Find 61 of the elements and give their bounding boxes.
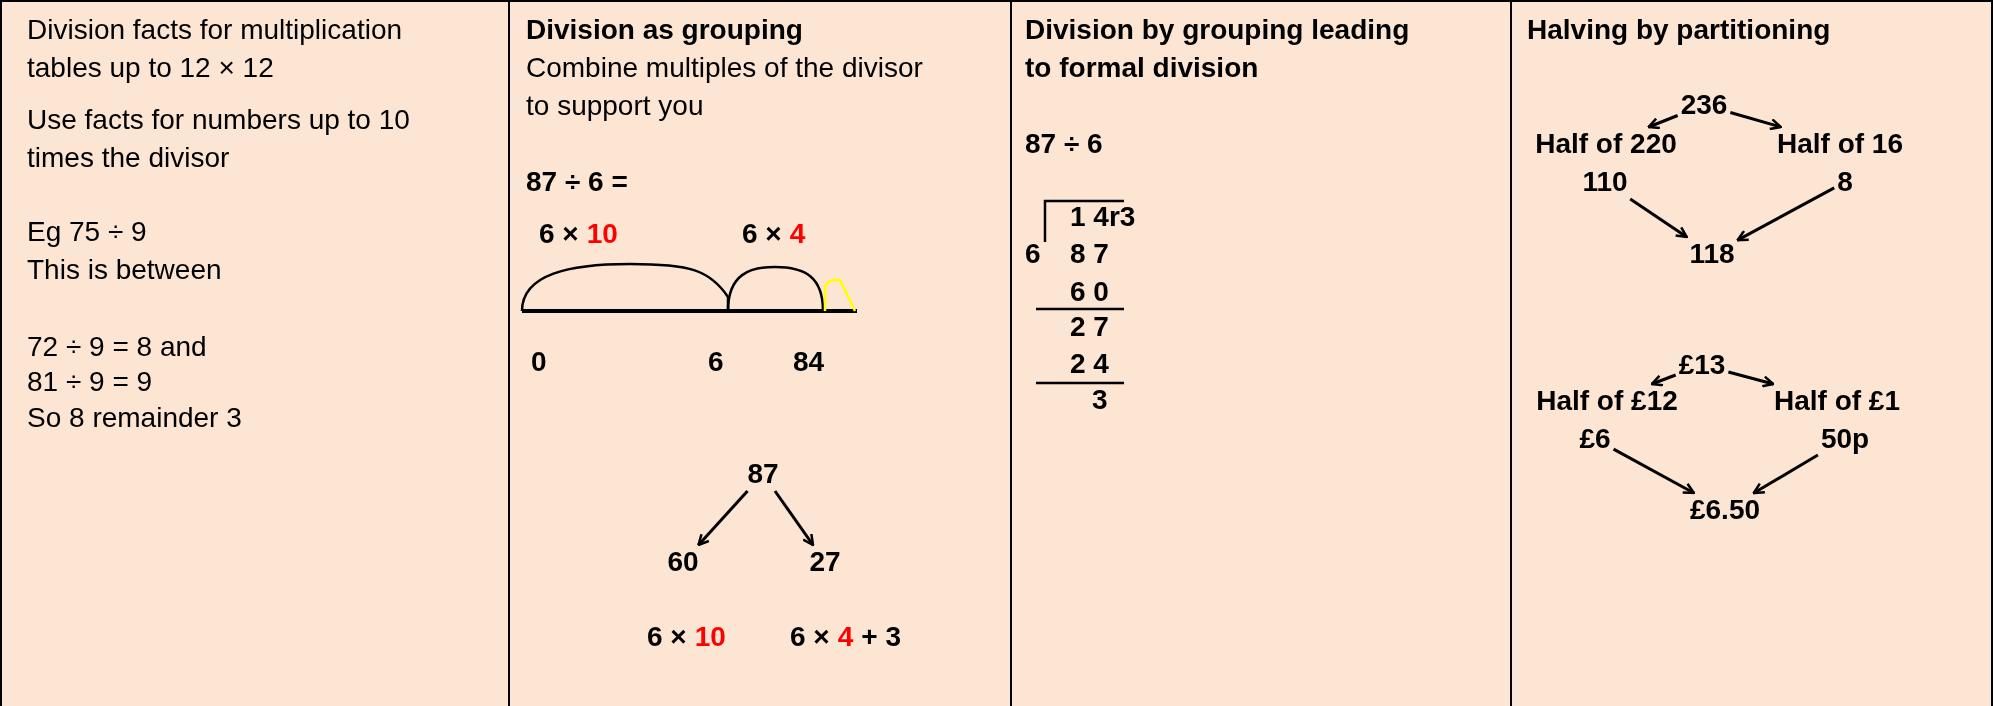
number-text: 50p xyxy=(1820,423,1870,455)
number-label: 2 7 xyxy=(1070,310,1109,344)
body-text: So 8 remainder 3 xyxy=(27,401,242,435)
number-text: 236 xyxy=(1680,89,1728,121)
math-expression: 6 × xyxy=(647,620,687,654)
table-cell xyxy=(508,0,1010,706)
number-text: 118 xyxy=(1689,238,1735,270)
number-text: £6 xyxy=(1579,423,1611,455)
number-label: 2 4 xyxy=(1070,347,1109,381)
number-text: Half of £12 xyxy=(1536,385,1678,417)
math-expression: 10 xyxy=(586,217,618,251)
body-text: Use facts for numbers up to 10 times the divisor xyxy=(27,103,411,175)
number-text: 27 xyxy=(809,546,841,578)
number-text: 60 xyxy=(667,546,699,578)
number-text: Half of 220 xyxy=(1535,128,1677,160)
math-expression: + 3 xyxy=(861,620,901,654)
math-expression: 72 ÷ 9 = 8 and xyxy=(27,330,207,364)
number-label: 6 xyxy=(1025,237,1041,271)
math-expression: 6 × xyxy=(790,620,830,654)
body-text: This is between xyxy=(27,253,222,287)
number-label: 8 7 xyxy=(1070,237,1109,271)
table-cell xyxy=(0,0,508,706)
arrow xyxy=(1629,197,1688,239)
math-expression: 4 xyxy=(789,217,806,251)
arrow xyxy=(773,490,815,547)
math-expression: 87 ÷ 6 = xyxy=(526,165,628,199)
number-text: Half of £1 xyxy=(1774,385,1900,417)
arrow xyxy=(1752,453,1819,495)
arrow xyxy=(1612,447,1696,495)
number-text: 110 xyxy=(1582,166,1628,198)
number-label: 0 xyxy=(531,345,547,379)
math-expression: 10 xyxy=(694,620,726,654)
heading-text: Halving by partitioning xyxy=(1527,13,1831,47)
arrow xyxy=(697,490,749,547)
math-expression: 6 × xyxy=(742,217,782,251)
body-text: Combine multiples of the divisor to support you xyxy=(526,51,924,123)
arrow xyxy=(1736,186,1835,242)
heading-text: Division as grouping xyxy=(526,13,803,47)
number-label: 1 4r3 xyxy=(1070,200,1136,234)
heading-text: Division by grouping leading to formal division xyxy=(1025,13,1411,85)
math-expression: 4 xyxy=(837,620,854,654)
number-text: £13 xyxy=(1678,349,1726,381)
number-label: 84 xyxy=(793,345,825,379)
arrow xyxy=(1650,373,1677,387)
number-label: 6 xyxy=(708,345,724,379)
number-text: 87 xyxy=(747,458,779,490)
number-text: Half of 16 xyxy=(1777,128,1903,160)
math-expression: 6 × xyxy=(539,217,579,251)
math-expression: 81 ÷ 9 = 9 xyxy=(27,365,153,399)
table-cell xyxy=(1010,0,1510,706)
arrow xyxy=(1647,114,1679,130)
number-label: 3 xyxy=(1092,383,1108,417)
math-expression: 87 ÷ 6 xyxy=(1025,127,1103,161)
table-cell xyxy=(1510,0,1993,706)
body-text: Division facts for multiplication tables up to 12 × 12 xyxy=(27,13,404,85)
arrow xyxy=(1727,370,1775,388)
body-text: Eg 75 ÷ 9 xyxy=(27,215,147,249)
number-text: £6.50 xyxy=(1689,494,1761,526)
arrow xyxy=(1729,111,1782,131)
number-text: 8 xyxy=(1837,166,1853,198)
number-label: 6 0 xyxy=(1070,275,1109,309)
